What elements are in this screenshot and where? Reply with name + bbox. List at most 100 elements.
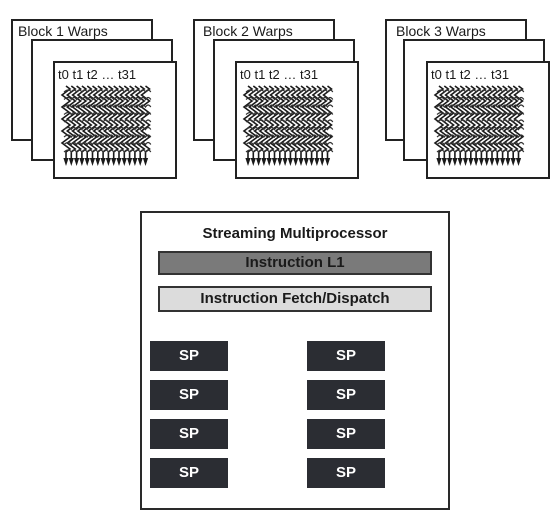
block-1-warp-wave <box>63 89 152 94</box>
block-1-thread-arrowhead <box>116 158 122 166</box>
block-1-thread-arrowhead <box>63 158 69 166</box>
block-1-warps: Block 1 Warps t0 t1 t2 … t31 <box>11 19 177 179</box>
block-1-thread-arrowhead <box>127 158 133 166</box>
sp-right-2: SP <box>307 380 385 410</box>
block-3-warp-wave <box>436 126 525 131</box>
sp-left-3: SP <box>150 419 228 449</box>
block-2-thread-arrowhead <box>287 158 293 166</box>
block-2-warp-wave <box>245 104 334 109</box>
block-3-warp-wave <box>436 119 525 124</box>
block-3-warp-wave <box>436 96 525 101</box>
block-2-thread-arrowhead <box>266 158 272 166</box>
block-3-thread-arrows <box>433 85 525 166</box>
block-3-thread-arrowhead <box>452 158 458 166</box>
block-1-warp-wave <box>63 149 152 154</box>
block-1-thread-arrowhead <box>111 158 117 166</box>
block-2-label: Block 2 Warps <box>203 23 293 39</box>
block-1-warp-wave <box>63 96 152 101</box>
block-2-thread-arrowhead <box>298 158 304 166</box>
sp-left-4: SP <box>150 458 228 488</box>
block-2-thread-arrows <box>242 85 334 166</box>
block-2-thread-arrowhead <box>261 158 267 166</box>
thread-blocks-diagram: Block 1 Warps t0 t1 t2 … t31 Block 2 War… <box>11 19 550 179</box>
block-2-warps: Block 2 Warps t0 t1 t2 … t31 <box>193 19 359 179</box>
block-2-warp-wave <box>245 141 334 146</box>
block-1-warp-wave <box>63 126 152 131</box>
block-1-thread-arrowhead <box>121 158 127 166</box>
block-1-warp-wave <box>63 104 152 109</box>
block-1-thread-arrowhead <box>95 158 101 166</box>
block-2-thread-arrowhead <box>319 158 325 166</box>
block-2-thread-arrowhead <box>303 158 309 166</box>
block-1-thread-arrows <box>60 85 152 166</box>
block-2-thread-arrowhead <box>282 158 288 166</box>
block-2-thread-arrowhead <box>245 158 251 166</box>
block-2-thread-arrowhead <box>324 158 331 166</box>
block-1-thread-arrowhead <box>105 158 111 166</box>
block-3-warp-wave <box>436 89 525 94</box>
block-3-thread-arrowhead <box>484 158 490 166</box>
block-3-warp-wave <box>436 134 525 139</box>
block-3-warps: Block 3 Warps t0 t1 t2 … t31 <box>385 19 550 179</box>
block-1-warp-wave <box>63 134 152 139</box>
block-1-thread-line <box>60 85 72 158</box>
block-3-thread-arrowhead <box>510 158 516 166</box>
block-3-warp-wave <box>436 111 525 116</box>
block-3-thread-arrowhead <box>447 158 453 166</box>
block-1-thread-arrowhead <box>68 158 74 166</box>
block-2-thread-arrowhead <box>250 158 256 166</box>
block-1-thread-arrowhead <box>89 158 96 166</box>
block-3-label: Block 3 Warps <box>396 23 486 39</box>
sp-right-4: SP <box>307 458 385 488</box>
block-3-thread-arrowhead <box>478 158 484 166</box>
block-3-thread-arrowhead <box>505 158 511 166</box>
block-3-thread-arrowhead <box>473 158 479 166</box>
block-3-thread-label: t0 t1 t2 … t31 <box>431 67 509 82</box>
block-2-warp-wave <box>245 126 334 131</box>
block-3-thread-line <box>433 85 445 158</box>
block-2-thread-arrowhead <box>309 158 315 166</box>
streaming-multiprocessor: Streaming Multiprocessor Instruction L1 … <box>140 211 450 510</box>
block-1-thread-arrowhead <box>79 158 85 166</box>
block-1-warp-wave <box>63 119 152 124</box>
block-1-thread-arrowhead <box>142 158 149 166</box>
sp-left-2: SP <box>150 380 228 410</box>
block-1-warp-wave <box>63 141 152 146</box>
block-3-thread-arrowhead <box>457 158 463 166</box>
block-3-warp-wave <box>436 149 525 154</box>
block-3-thread-arrowhead <box>441 158 447 166</box>
sp-left-1: SP <box>150 341 228 371</box>
block-2-warp-wave <box>245 134 334 139</box>
block-3-thread-arrowhead <box>468 158 474 166</box>
block-1-thread-arrowhead <box>84 158 90 166</box>
block-1-warp-wave <box>63 111 152 116</box>
block-1-thread-arrowhead <box>74 158 80 166</box>
block-3-warp-wave <box>436 104 525 109</box>
instruction-l1-bar: Instruction L1 <box>158 251 432 275</box>
block-2-warp-wave <box>245 111 334 116</box>
block-1-thread-arrowhead <box>132 158 138 166</box>
block-1-thread-arrowhead <box>100 158 106 166</box>
block-3-warp-wave <box>436 141 525 146</box>
block-2-thread-arrowhead <box>256 158 262 166</box>
block-2-warp-wave <box>245 119 334 124</box>
sm-title: Streaming Multiprocessor <box>202 225 388 242</box>
block-3-thread-arrowhead <box>489 158 495 166</box>
block-1-label: Block 1 Warps <box>18 23 108 39</box>
block-2-thread-line <box>242 85 254 158</box>
block-2-warp-wave <box>245 89 334 94</box>
block-2-thread-arrowhead <box>293 158 299 166</box>
block-2-thread-arrowhead <box>271 158 278 166</box>
sp-right-3: SP <box>307 419 385 449</box>
sp-right-1: SP <box>307 341 385 371</box>
block-1-thread-arrowhead <box>137 158 143 166</box>
block-2-thread-arrowhead <box>277 158 283 166</box>
block-2-thread-arrowhead <box>314 158 320 166</box>
block-3-thread-arrowhead <box>515 158 522 166</box>
block-3-thread-arrowhead <box>494 158 500 166</box>
block-3-thread-arrowhead <box>436 158 442 166</box>
block-3-thread-arrowhead <box>462 158 469 166</box>
block-1-thread-label: t0 t1 t2 … t31 <box>58 67 136 82</box>
block-3-thread-arrowhead <box>500 158 506 166</box>
block-2-warp-wave <box>245 149 334 154</box>
